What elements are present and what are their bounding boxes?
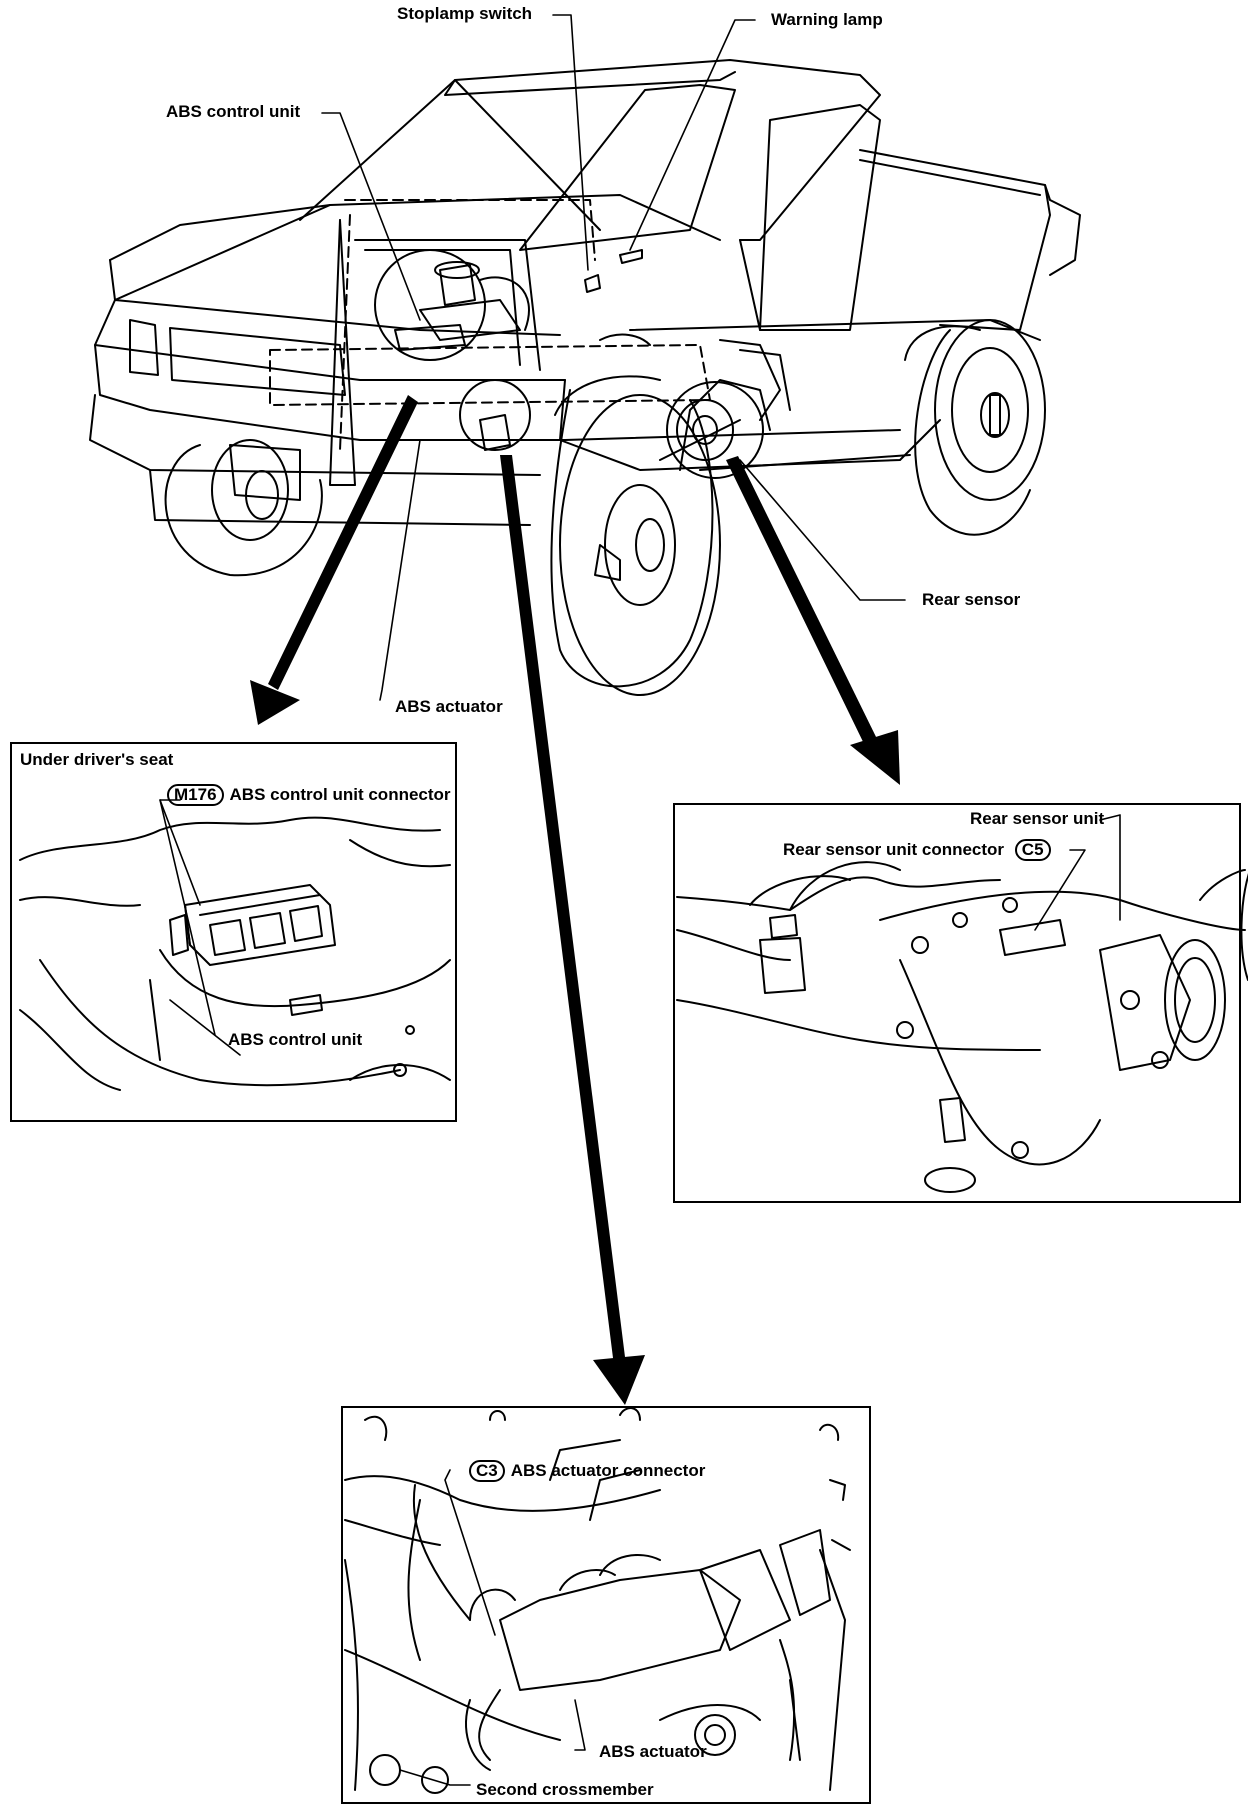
- abs-control-unit-label: ABS control unit: [166, 102, 301, 121]
- connector-code-badge: C5: [1014, 839, 1051, 861]
- abs-actuator-connector-label: C3 ABS actuator connector: [469, 1460, 705, 1482]
- connector-label-text: Rear sensor unit connector: [783, 840, 1005, 859]
- abs-actuator-detail-label: ABS actuator: [599, 1742, 707, 1761]
- rear-sensor-detail-drawing: [676, 814, 1248, 1193]
- warning-lamp-label: Warning lamp: [771, 10, 883, 29]
- pickup-truck-illustration: [89, 59, 1081, 696]
- rear-sensor-unit-label: Rear sensor unit: [970, 809, 1105, 828]
- component-marks: [394, 249, 643, 451]
- detail-callout-circles: [374, 249, 764, 479]
- connector-label-text: ABS actuator connector: [510, 1461, 706, 1480]
- actuator-detail-drawing: [344, 1407, 851, 1794]
- connector-code-badge: C3: [469, 1460, 505, 1482]
- pointer-arrows: [250, 395, 900, 1405]
- abs-actuator-label: ABS actuator: [395, 697, 503, 716]
- rear-sensor-connector-label: Rear sensor unit connector C5: [783, 839, 1057, 861]
- actuator-detail-panel: C3 ABS actuator connector ABS actuator Se…: [341, 1406, 871, 1804]
- abs-control-unit-detail-label: ABS control unit: [228, 1030, 363, 1049]
- rear-sensor-label: Rear sensor: [922, 590, 1021, 609]
- leader-lines: [321, 14, 906, 701]
- second-crossmember-label: Second crossmember: [476, 1780, 654, 1799]
- rear-sensor-detail-panel: Rear sensor unit Rear sensor unit connec…: [673, 803, 1241, 1203]
- connector-code-badge: M176: [167, 784, 224, 806]
- stoplamp-switch-label: Stoplamp switch: [397, 4, 533, 23]
- abs-control-unit-connector-label: M176 ABS control unit connector: [167, 784, 451, 806]
- connector-label-text: ABS control unit connector: [229, 785, 451, 804]
- panel-title: Under driver's seat: [20, 750, 174, 769]
